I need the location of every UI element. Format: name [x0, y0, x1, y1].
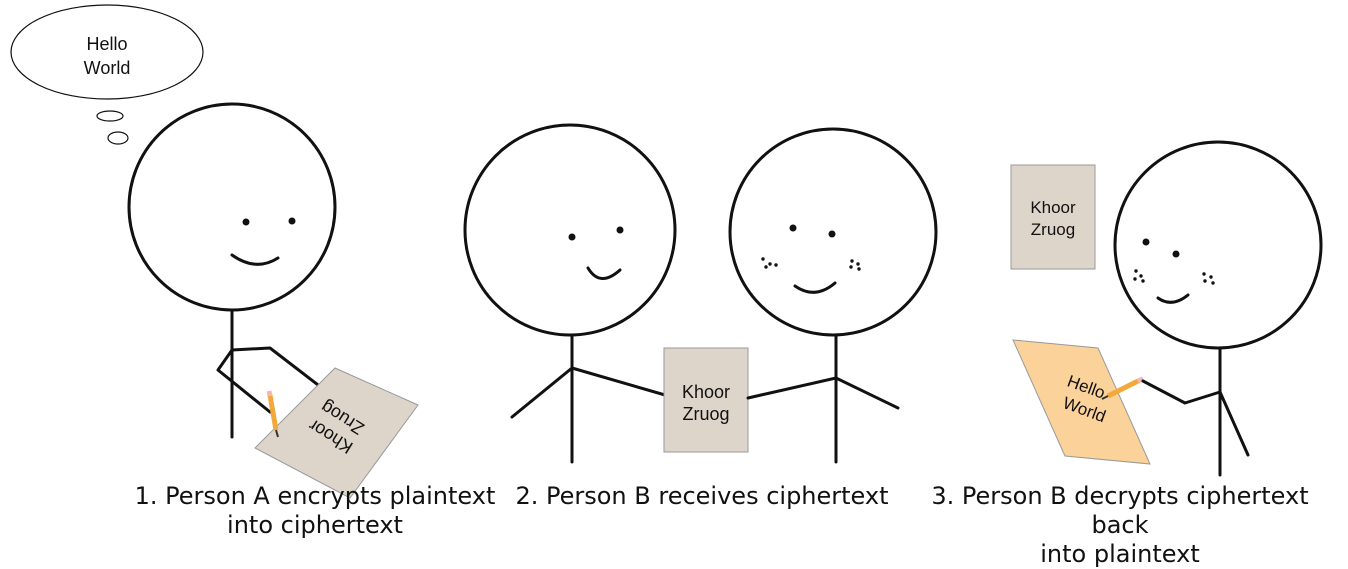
paper-ciphertext-3: Khoor Zruog: [1011, 165, 1095, 269]
diagram-canvas: Hello World Khoor Zruog: [0, 0, 1348, 544]
scene-1: Hello World Khoor Zruog: [11, 5, 418, 498]
caption-3-line1: 3. Person B decrypts ciphertext back: [900, 482, 1340, 540]
paper-2-line1: Khoor: [682, 382, 730, 402]
caption-1-line2: into ciphertext: [120, 511, 510, 540]
caption-3-line2: into plaintext: [900, 540, 1340, 569]
caption-step-3: 3. Person B decrypts ciphertext back int…: [900, 482, 1340, 569]
caption-step-1: 1. Person A encrypts plaintext into ciph…: [120, 482, 510, 540]
paper-3-line1: Khoor: [1030, 198, 1076, 217]
paper-ciphertext-rotated: Khoor Zruog: [255, 368, 418, 498]
thought-text-line2: World: [84, 58, 131, 78]
person-a-head: [129, 104, 335, 310]
scene-2: Khoor Zruog: [465, 125, 936, 462]
caption-2-line1: 2. Person B receives ciphertext: [512, 482, 892, 511]
paper-2-line2: Zruog: [682, 404, 729, 424]
thought-text-line1: Hello: [86, 34, 127, 54]
person-a-scene-2: [465, 125, 675, 462]
person-b-scene-2: [730, 129, 936, 462]
encryption-diagram: Hello World Khoor Zruog: [0, 0, 1348, 544]
person-b-scene-3: [1115, 142, 1321, 475]
paper-ciphertext-2: Khoor Zruog: [664, 348, 748, 452]
scene-3: Khoor Zruog Hello World: [1011, 142, 1321, 475]
paper-3-line2: Zruog: [1031, 220, 1075, 239]
pencil-1: [269, 391, 278, 437]
paper-plaintext: Hello World: [1013, 340, 1150, 464]
caption-1-line1: 1. Person A encrypts plaintext: [120, 482, 510, 511]
person-a: [129, 104, 335, 437]
caption-step-2: 2. Person B receives ciphertext: [512, 482, 892, 511]
